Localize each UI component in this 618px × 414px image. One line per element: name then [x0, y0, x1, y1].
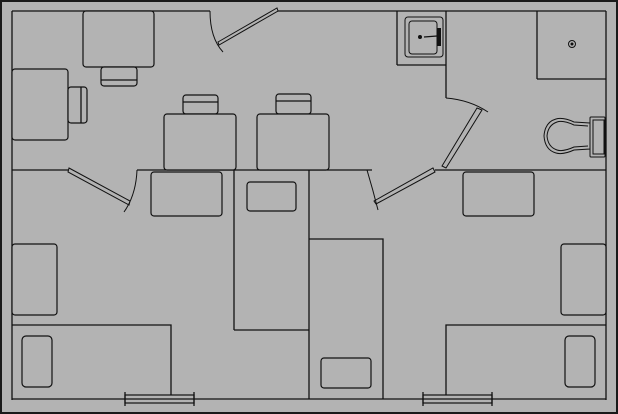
toilet [543, 116, 606, 158]
desk-top-left [82, 10, 155, 68]
bed-left [12, 324, 172, 399]
dresser-left [150, 171, 223, 217]
left-bedroom-door[interactable] [67, 167, 138, 213]
chair-top-left [100, 66, 138, 87]
chair-center-1 [182, 94, 219, 115]
nightstand-right [560, 243, 607, 316]
bathroom-door[interactable] [441, 97, 489, 169]
entry-door[interactable] [209, 7, 279, 53]
pillow-center [320, 357, 372, 389]
sink [404, 16, 444, 58]
bed-center [309, 238, 384, 399]
nightstand-left [11, 243, 58, 316]
right-bedroom-door[interactable] [366, 167, 436, 211]
window-right [422, 392, 493, 406]
chair-left-wall [67, 86, 88, 124]
shower-drain [568, 40, 576, 48]
interior-walls [12, 11, 606, 399]
dresser-right [462, 171, 535, 217]
chair-center-2 [275, 93, 312, 115]
desk-center-2 [256, 113, 330, 171]
pillow-left [21, 335, 53, 388]
pillow-right [564, 335, 596, 388]
dresser-center [246, 181, 297, 212]
window-left [124, 392, 195, 406]
desk-center-1 [163, 113, 237, 171]
bed-right [445, 324, 606, 399]
desk-left-wall [11, 68, 69, 141]
